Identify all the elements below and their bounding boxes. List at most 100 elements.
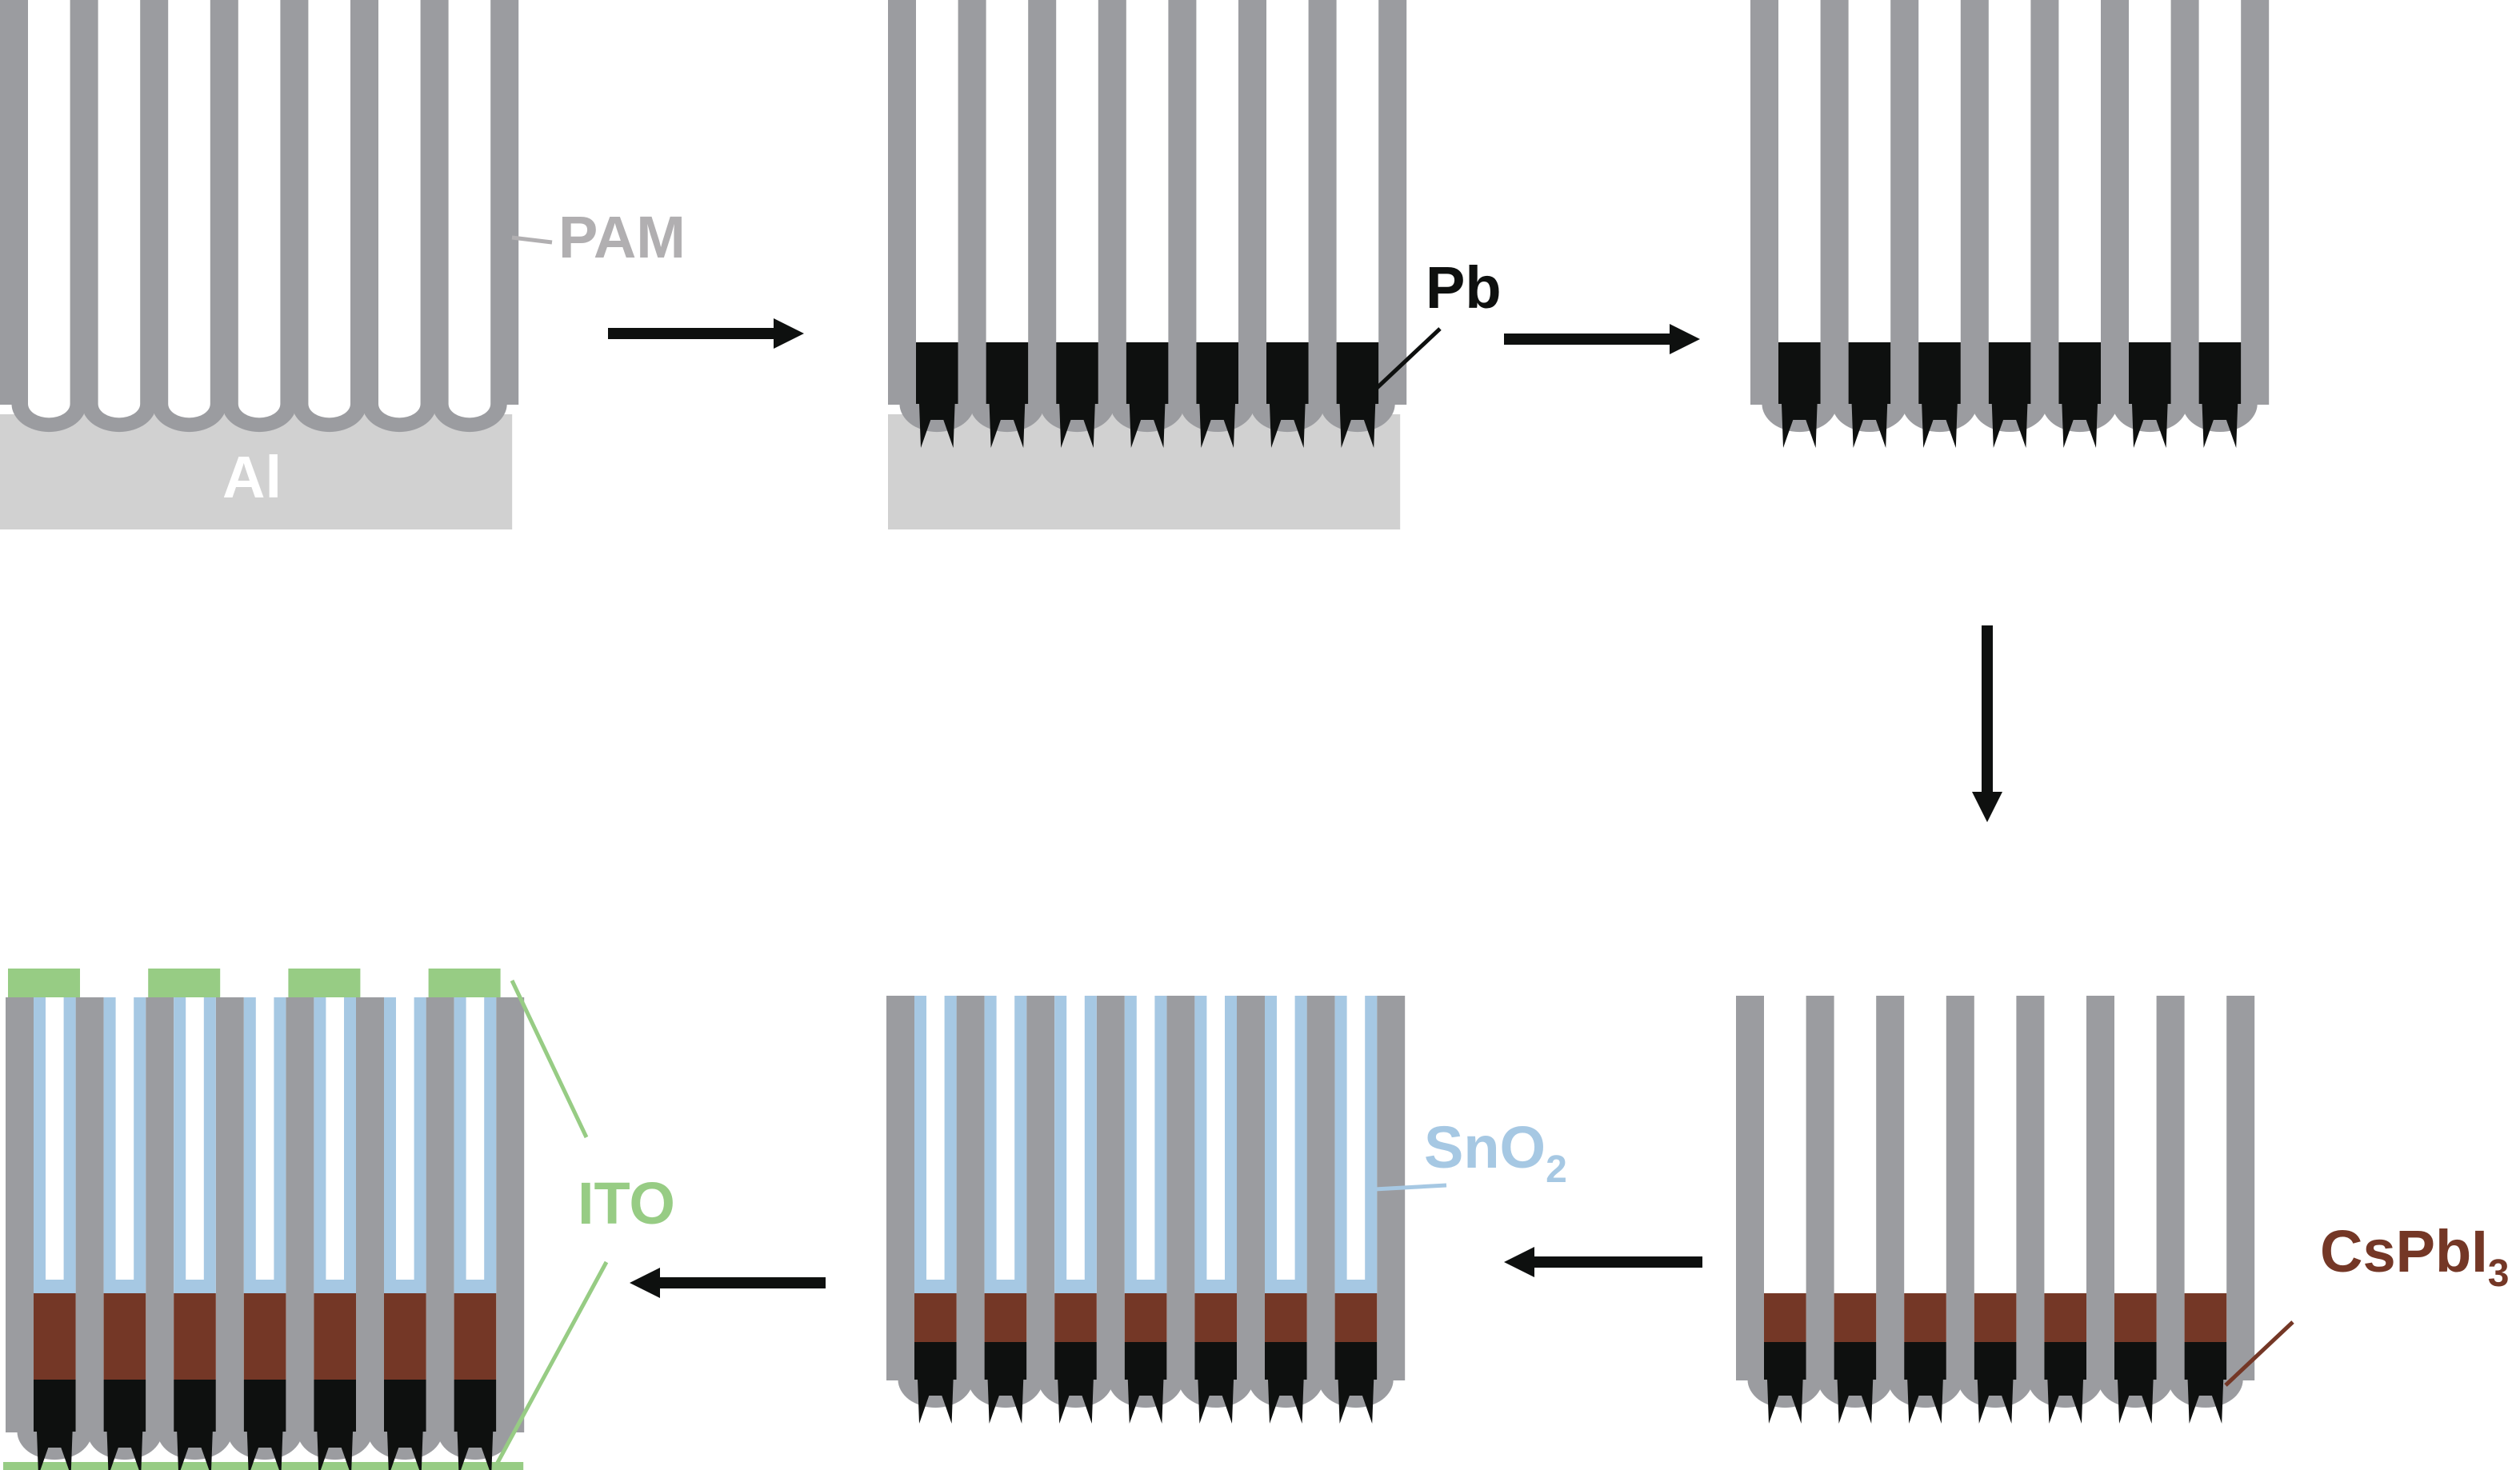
pb-fill bbox=[1974, 1342, 2017, 1380]
pam-wall bbox=[1168, 0, 1197, 405]
pb-root bbox=[2047, 1380, 2083, 1424]
pam-wall bbox=[1736, 996, 1764, 1380]
pb-root bbox=[1767, 1380, 1803, 1424]
cspbi3-fill bbox=[984, 1293, 1027, 1342]
cspbi3-fill bbox=[103, 1293, 146, 1380]
arrow-step1 bbox=[608, 318, 804, 349]
pb-fill bbox=[103, 1380, 146, 1432]
sno2-inner-pore bbox=[326, 997, 344, 1280]
pam-wall bbox=[350, 0, 378, 405]
al-label: Al bbox=[222, 444, 282, 510]
pam-wall bbox=[2101, 0, 2129, 405]
sno2-leader-line bbox=[1374, 1183, 1447, 1192]
sno2-inner-pore bbox=[1066, 996, 1085, 1280]
pb-fill bbox=[1918, 342, 1961, 404]
pam-label: PAM bbox=[558, 204, 686, 270]
ito-top-contact bbox=[428, 969, 501, 997]
pam-wall bbox=[1876, 996, 1905, 1380]
pb-fill bbox=[1266, 342, 1309, 404]
ito-top-contact bbox=[288, 969, 361, 997]
cspbi3-fill bbox=[454, 1293, 497, 1380]
cspbi3-fill bbox=[34, 1293, 76, 1380]
sno2-inner-pore bbox=[926, 996, 945, 1280]
pb-root bbox=[1837, 1380, 1874, 1424]
pam-wall bbox=[1960, 0, 1989, 405]
pam-wall bbox=[280, 0, 309, 405]
arrow-step4-left bbox=[1504, 1247, 1702, 1277]
pb-fill bbox=[1904, 1342, 1946, 1380]
pam-barrier-scallop bbox=[11, 404, 87, 433]
cspbi3-fill bbox=[2044, 1293, 2086, 1342]
pb-root bbox=[1268, 1380, 1304, 1424]
pb-root bbox=[1198, 1380, 1234, 1424]
pam-wall bbox=[1237, 996, 1265, 1380]
pb-root bbox=[987, 1380, 1024, 1424]
cspbi3-label-sub: 3 bbox=[2488, 1252, 2510, 1295]
arrow-step2 bbox=[1504, 324, 1700, 354]
cspbi3-label: CsPbI3 bbox=[2320, 1218, 2509, 1295]
cspbi3-fill bbox=[384, 1293, 426, 1380]
pb-fill bbox=[1764, 1342, 1806, 1380]
pam-wall bbox=[1820, 0, 1849, 405]
pam-wall bbox=[1166, 996, 1195, 1380]
ito-top-contact bbox=[8, 969, 80, 997]
pam-wall bbox=[75, 997, 104, 1432]
cspbi3-fill bbox=[314, 1293, 356, 1380]
pam-wall bbox=[426, 997, 454, 1432]
sno2-inner-pore bbox=[1346, 996, 1366, 1280]
pore-bottom bbox=[98, 404, 141, 418]
sno2-label-main: SnO bbox=[1424, 1114, 1546, 1180]
pb-root bbox=[1922, 404, 1958, 448]
pb-root bbox=[457, 1432, 494, 1470]
pore-bottom bbox=[378, 404, 421, 418]
pb-fill bbox=[314, 1380, 356, 1432]
panel-pb-deposited bbox=[888, 0, 1407, 529]
cspbi3-fill bbox=[1194, 1293, 1237, 1342]
pam-wall bbox=[888, 0, 916, 405]
pb-root bbox=[1129, 404, 1166, 448]
arrow-shape bbox=[1504, 324, 1700, 354]
pb-fill bbox=[243, 1380, 286, 1432]
pb-fill bbox=[2114, 1342, 2157, 1380]
cspbi3-label-main: CsPbI bbox=[2320, 1218, 2488, 1284]
pb-root bbox=[2132, 404, 2168, 448]
al-substrate bbox=[888, 414, 1401, 529]
cspbi3-fill bbox=[174, 1293, 216, 1380]
arrow-shape bbox=[1504, 1247, 1702, 1277]
pam-wall bbox=[1750, 0, 1778, 405]
pb-root bbox=[2118, 1380, 2154, 1424]
pb-fill bbox=[1126, 342, 1169, 404]
arrow-shape bbox=[1972, 625, 2002, 822]
pam-wall bbox=[2156, 996, 2185, 1380]
sno2-inner-pore bbox=[186, 997, 204, 1280]
sno2-inner-pore bbox=[46, 997, 64, 1280]
sno2-label: SnO2 bbox=[1424, 1114, 1567, 1191]
cspbi3-leader-line bbox=[2224, 1320, 2294, 1387]
cspbi3-fill bbox=[2114, 1293, 2157, 1342]
pam-barrier-scallop bbox=[151, 404, 227, 433]
pam-wall bbox=[70, 0, 98, 405]
pb-fill bbox=[914, 1342, 957, 1380]
al-substrate bbox=[0, 414, 513, 529]
pb-fill bbox=[1194, 1342, 1237, 1380]
pb-fill bbox=[1054, 1342, 1097, 1380]
pb-root bbox=[1199, 404, 1235, 448]
arrow-shape bbox=[608, 318, 804, 349]
pb-fill bbox=[2058, 342, 2101, 404]
pb-fill bbox=[454, 1380, 497, 1432]
ito-bottom-electrode bbox=[3, 1462, 524, 1470]
pam-wall bbox=[286, 997, 314, 1432]
pam-wall bbox=[956, 996, 985, 1380]
pb-root bbox=[1127, 1380, 1164, 1424]
panel-cspbi3 bbox=[1736, 996, 2255, 1424]
sno2-inner-pore bbox=[996, 996, 1015, 1280]
panel-sno2 bbox=[886, 996, 1406, 1424]
ito-leader-line-bottom bbox=[491, 1260, 609, 1470]
pb-fill bbox=[984, 1342, 1027, 1380]
pam-wall bbox=[1026, 996, 1055, 1380]
sno2-inner-pore bbox=[115, 997, 134, 1280]
pb-root bbox=[2202, 404, 2238, 448]
pb-fill bbox=[2044, 1342, 2086, 1380]
pam-wall bbox=[1806, 996, 1834, 1380]
pam-wall bbox=[1946, 996, 1974, 1380]
